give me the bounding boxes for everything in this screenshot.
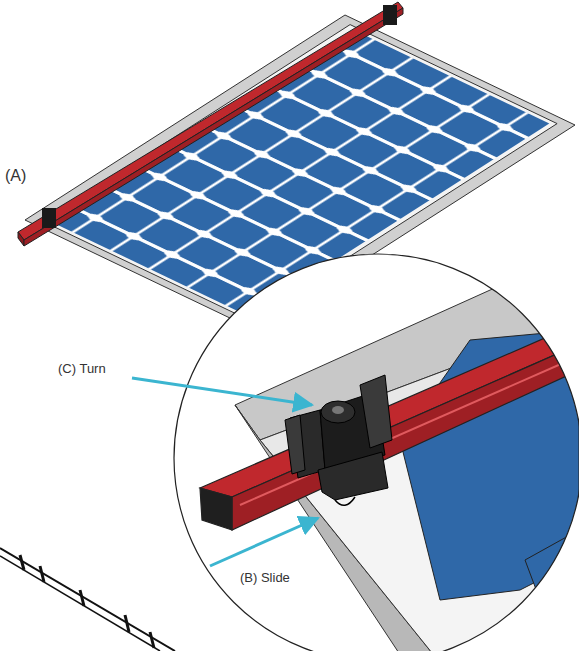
figure-label: (A) bbox=[3, 167, 28, 185]
callout-label: (C) Turn bbox=[56, 362, 108, 376]
zoom-detail bbox=[200, 250, 579, 651]
clamp bbox=[285, 375, 392, 505]
callout-label: (B) Slide bbox=[238, 571, 292, 585]
rail-stack bbox=[0, 548, 175, 651]
leader-arrow bbox=[132, 378, 312, 405]
mounting-rail bbox=[18, 2, 403, 246]
leader-arrow bbox=[210, 518, 318, 566]
clamp bbox=[42, 5, 397, 228]
